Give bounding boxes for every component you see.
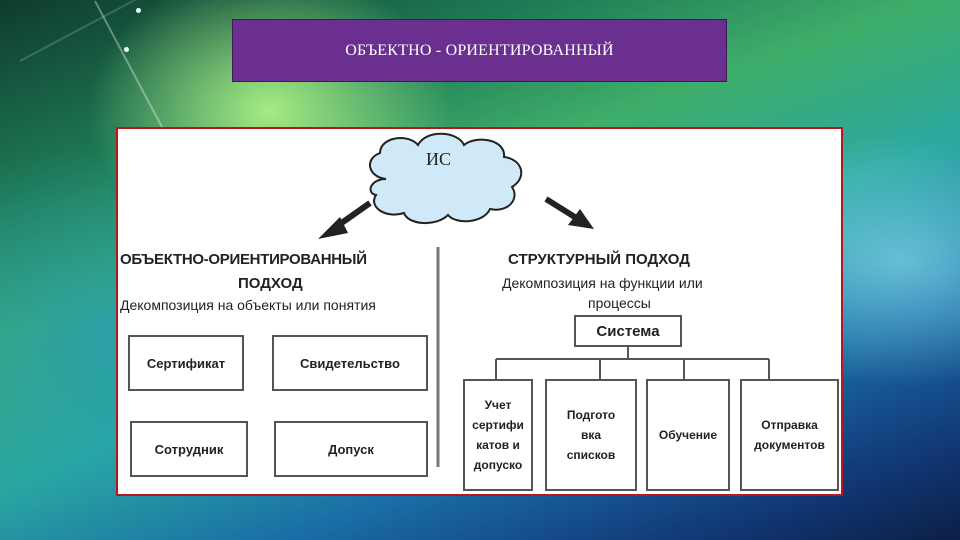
right-heading: СТРУКТУРНЫЙ ПОДХОД	[508, 251, 690, 268]
cloud-shape	[369, 132, 523, 224]
sparkle-dot	[136, 8, 141, 13]
slide-title-text: ОБЪЕКТНО - ОРИЕНТИРОВАННЫЙ	[345, 41, 614, 59]
arrow-left	[318, 200, 372, 239]
diagram-graphics	[318, 132, 770, 467]
process-box-training: Обучение	[646, 379, 730, 491]
object-box-certificate: Сертификат	[128, 335, 244, 391]
arrow-right	[544, 196, 594, 229]
slide-title: ОБЪЕКТНО - ОРИЕНТИРОВАННЫЙ	[232, 19, 727, 82]
right-subtitle-line2: процессы	[588, 295, 651, 311]
diagram-panel: ИС ОБЪЕКТНО-ОРИЕНТИРОВАННЫЙ ПОДХОД Деком…	[116, 127, 843, 496]
right-subtitle-line1: Декомпозиция на функции или	[502, 275, 703, 291]
process-box-preparation: Подгото вка списков	[545, 379, 637, 491]
object-box-employee: Сотрудник	[130, 421, 248, 477]
sparkle-dot	[124, 47, 129, 52]
cloud-label: ИС	[426, 149, 452, 169]
tree-connectors	[495, 347, 770, 379]
left-heading-line2: ПОДХОД	[238, 275, 303, 292]
system-root-box: Система	[574, 315, 682, 347]
process-box-sending: Отправка документов	[740, 379, 839, 491]
left-subtitle: Декомпозиция на объекты или понятия	[120, 297, 376, 313]
light-streak	[19, 0, 251, 62]
left-heading-line1: ОБЪЕКТНО-ОРИЕНТИРОВАННЫЙ	[120, 251, 367, 268]
object-box-testimony: Свидетельство	[272, 335, 428, 391]
object-box-access: Допуск	[274, 421, 428, 477]
process-box-accounting: Учет сертифи катов и допуско	[463, 379, 533, 491]
